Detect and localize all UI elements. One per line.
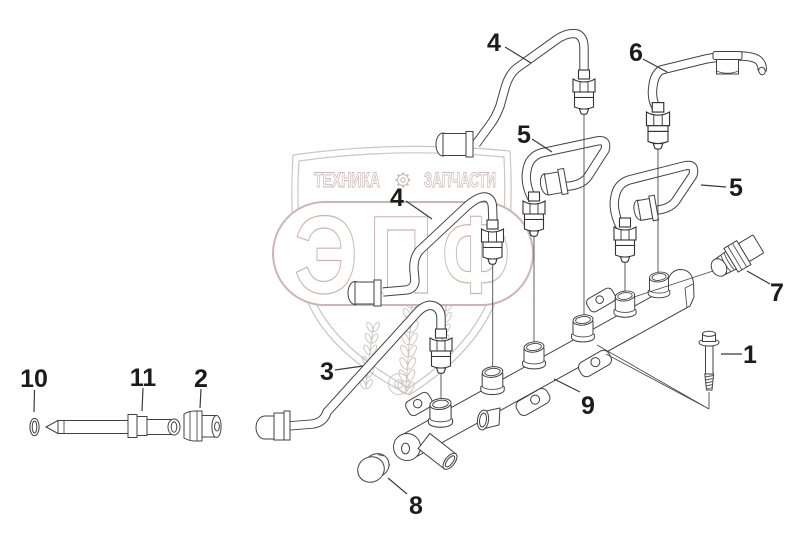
svg-text:5: 5 (517, 121, 531, 149)
svg-text:4: 4 (390, 184, 404, 212)
svg-text:9: 9 (581, 392, 595, 420)
svg-text:5: 5 (729, 174, 743, 202)
svg-text:3: 3 (320, 358, 334, 386)
svg-text:Э: Э (294, 194, 358, 317)
svg-text:7: 7 (770, 279, 784, 307)
svg-text:6: 6 (629, 39, 643, 67)
svg-text:8: 8 (409, 492, 423, 520)
svg-text:10: 10 (20, 365, 48, 393)
svg-text:2: 2 (194, 365, 208, 393)
svg-text:ТЕХНИКА: ТЕХНИКА (314, 169, 380, 192)
svg-text:4: 4 (487, 29, 501, 57)
svg-text:ЗАПЧАСТИ: ЗАПЧАСТИ (424, 169, 496, 192)
svg-text:11: 11 (130, 364, 157, 392)
svg-text:1: 1 (743, 341, 757, 369)
